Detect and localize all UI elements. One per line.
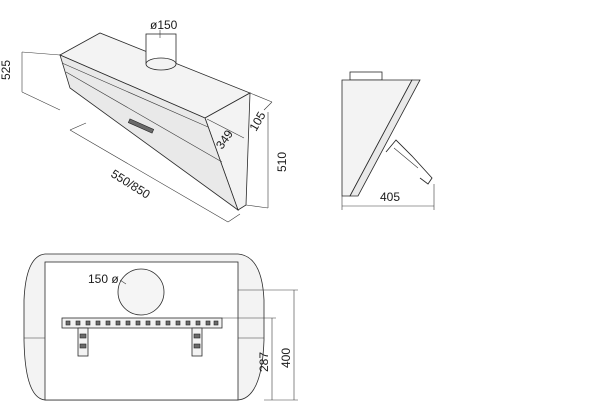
- iso-dim-525-ext2: [21, 51, 61, 56]
- iso-duct-base: [145, 57, 177, 71]
- bottom-mount-rail: [61, 317, 223, 329]
- bottom-bracket-left: [77, 327, 89, 357]
- side-bracket-inner: [393, 147, 419, 169]
- isometric-view: ø150 525 105 349 510 550/850: [0, 18, 289, 223]
- bottom-total-height-label: 400: [279, 348, 293, 368]
- iso-depth-top-label: 105: [246, 109, 268, 134]
- side-view: 405: [341, 71, 435, 210]
- bottom-duct-leader: [119, 279, 127, 285]
- bottom-view: 150 ø: [23, 253, 298, 401]
- bottom-duct-hole: [117, 268, 165, 316]
- bottom-bracket-right-slot2: [193, 343, 201, 349]
- iso-glass-edge: [61, 62, 209, 128]
- iso-dim-349-line: [206, 118, 245, 139]
- iso-dim-510-ext: [245, 204, 269, 209]
- bottom-duct-label: 150 ø: [88, 272, 119, 286]
- side-depth-label: 405: [380, 190, 400, 204]
- bottom-rail-slots: [65, 320, 219, 326]
- iso-width-label: 550/850: [108, 167, 152, 202]
- iso-height-right-label: 510: [275, 152, 289, 172]
- bottom-bracket-right: [191, 327, 203, 357]
- iso-height-label: 525: [0, 60, 13, 80]
- bottom-bracket-right-slot1: [193, 333, 201, 339]
- iso-dim-width-line: [69, 129, 229, 223]
- side-body: [341, 79, 413, 197]
- bottom-bracket-left-slot1: [79, 333, 87, 339]
- bottom-bracket-left-slot2: [79, 343, 87, 349]
- iso-duct-label: ø150: [150, 18, 178, 32]
- side-bracket: [385, 139, 433, 185]
- bottom-bracket-height-label: 287: [257, 352, 271, 372]
- iso-dim-width-tick2: [227, 213, 241, 223]
- iso-dim-width-tick1: [69, 122, 87, 131]
- iso-control-strip: [127, 118, 155, 134]
- iso-glass-line: [65, 71, 223, 163]
- iso-dim-105-ext: [249, 92, 273, 103]
- side-glass: [349, 79, 421, 197]
- iso-dim-105-line: [263, 101, 273, 111]
- iso-glass-panel: [59, 54, 239, 212]
- iso-dim-525-ext: [21, 91, 61, 111]
- side-duct: [349, 71, 383, 81]
